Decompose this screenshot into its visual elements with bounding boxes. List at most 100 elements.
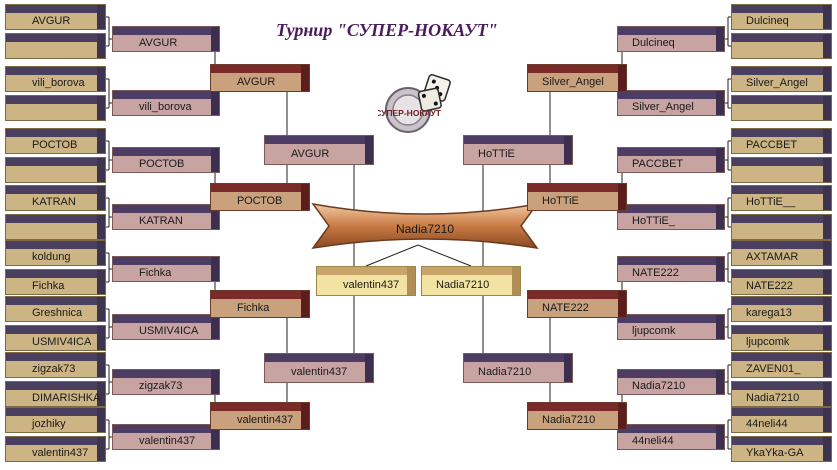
- player-name: Nadia7210: [478, 365, 532, 378]
- right-round1-slot: PACCBET: [731, 128, 832, 154]
- left-round1-slot: jozhiky: [5, 407, 106, 433]
- right-round1-slot: [731, 157, 832, 183]
- player-name: NATE222: [632, 266, 679, 279]
- player-name: HoTTiE_: [632, 214, 675, 227]
- player-name: valentin437: [32, 446, 89, 459]
- left-round1-slot: Greshnica: [5, 296, 106, 322]
- player-name: valentin437: [237, 413, 294, 426]
- player-name: Silver_Angel: [746, 76, 808, 89]
- right-round2-slot: ljupcomk: [617, 314, 725, 340]
- right-round3-slot: NATE222: [527, 290, 627, 318]
- left-round1-slot: AVGUR: [5, 4, 106, 30]
- right-round1-slot: HoTTiE__: [731, 185, 832, 211]
- player-name: valentin437: [139, 434, 196, 447]
- player-name: koldung: [32, 250, 71, 263]
- right-round2-slot: NATE222: [617, 256, 725, 282]
- dice-logo-icon: СУПЕР-НОКАУТ: [378, 74, 451, 133]
- player-name: USMIV4ICA: [139, 324, 199, 337]
- player-name: Fichka: [139, 266, 172, 279]
- left-round2-slot: РОСТОВ: [112, 147, 220, 173]
- logo-text: СУПЕР-НОКАУТ: [378, 108, 442, 118]
- right-round2-slot: Nadia7210: [617, 369, 725, 395]
- right-round4-slot: HoTTiE: [463, 135, 573, 165]
- left-round4-slot: AVGUR: [264, 135, 374, 165]
- left-round1-slot: KATRAN: [5, 185, 106, 211]
- player-name: jozhiky: [32, 417, 66, 430]
- left-round4-slot: valentin437: [264, 353, 374, 383]
- player-name: vili_borova: [139, 100, 192, 113]
- left-round1-slot: Fichka: [5, 269, 106, 295]
- player-name: ljupcomk: [632, 324, 676, 337]
- right-round2-slot: Dulcineq: [617, 26, 725, 52]
- right-round1-slot: Silver_Angel: [731, 66, 832, 92]
- right-round1-slot: Dulcineq: [731, 4, 832, 30]
- player-name: vili_borova: [32, 76, 85, 89]
- player-name: РОСТОВ: [237, 194, 283, 207]
- left-round3-slot: valentin437: [210, 402, 310, 430]
- player-name: AVGUR: [237, 75, 276, 88]
- right-round1-slot: NATE222: [731, 269, 832, 295]
- player-name: PACCBET: [746, 138, 798, 151]
- left-round1-slot: РОСТОВ: [5, 128, 106, 154]
- player-name: karega13: [746, 306, 792, 319]
- player-name: Dulcineq: [746, 14, 789, 27]
- player-name: 44neli44: [632, 434, 674, 447]
- left-round1-slot: koldung: [5, 240, 106, 266]
- right-round2-slot: 44neli44: [617, 424, 725, 450]
- player-name: Nadia7210: [632, 379, 686, 392]
- player-name: Greshnica: [32, 306, 83, 319]
- semifinal-left-slot: valentin437: [316, 266, 416, 296]
- player-name: РОСТОВ: [32, 138, 78, 151]
- player-name: 44neli44: [746, 417, 788, 430]
- player-name: Nadia7210: [436, 278, 490, 291]
- left-round2-slot: USMIV4ICA: [112, 314, 220, 340]
- player-name: KATRAN: [139, 214, 183, 227]
- player-name: AVGUR: [32, 14, 71, 27]
- player-name: Nadia7210: [746, 391, 800, 404]
- player-name: Nadia7210: [542, 413, 596, 426]
- left-round1-slot: [5, 33, 106, 59]
- left-round1-slot: [5, 157, 106, 183]
- player-name: PACCBET: [632, 157, 684, 170]
- right-round1-slot: YkaYka-GA: [731, 436, 832, 462]
- player-name: DIMARISHKA: [32, 391, 101, 404]
- right-round2-slot: Silver_Angel: [617, 90, 725, 116]
- left-round1-slot: DIMARISHKA: [5, 381, 106, 407]
- right-round3-slot: HoTTiE: [527, 183, 627, 211]
- player-name: Silver_Angel: [632, 100, 694, 113]
- player-name: Silver_Angel: [542, 75, 604, 88]
- left-round2-slot: zigzak73: [112, 369, 220, 395]
- player-name: ZAVEN01_: [746, 362, 801, 375]
- right-round1-slot: [731, 33, 832, 59]
- right-round1-slot: ZAVEN01_: [731, 352, 832, 378]
- right-round1-slot: 44neli44: [731, 407, 832, 433]
- player-name: AXTAMAR: [746, 250, 799, 263]
- right-round2-slot: HoTTiE_: [617, 204, 725, 230]
- right-round3-slot: Nadia7210: [527, 402, 627, 430]
- right-round1-slot: ljupcomk: [731, 325, 832, 351]
- left-round1-slot: zigzak73: [5, 352, 106, 378]
- player-name: zigzak73: [139, 379, 183, 392]
- player-name: valentin437: [291, 365, 348, 378]
- left-round1-slot: vili_borova: [5, 66, 106, 92]
- player-name: HoTTiE__: [746, 195, 796, 208]
- player-name: AVGUR: [139, 36, 178, 49]
- final-banner: [311, 202, 539, 250]
- right-round2-slot: PACCBET: [617, 147, 725, 173]
- player-name: Fichka: [237, 301, 270, 314]
- player-name: NATE222: [542, 301, 589, 314]
- left-round1-slot: valentin437: [5, 436, 106, 462]
- player-name: NATE222: [746, 279, 793, 292]
- left-round1-slot: [5, 95, 106, 121]
- left-round3-slot: Fichka: [210, 290, 310, 318]
- left-round2-slot: KATRAN: [112, 204, 220, 230]
- left-round2-slot: vili_borova: [112, 90, 220, 116]
- player-name: valentin437: [343, 278, 400, 291]
- player-name: HoTTiE: [542, 194, 579, 207]
- left-round2-slot: Fichka: [112, 256, 220, 282]
- player-name: HoTTiE: [478, 147, 515, 160]
- player-name: KATRAN: [32, 195, 76, 208]
- player-name: ljupcomk: [746, 335, 790, 348]
- left-round3-slot: AVGUR: [210, 64, 310, 92]
